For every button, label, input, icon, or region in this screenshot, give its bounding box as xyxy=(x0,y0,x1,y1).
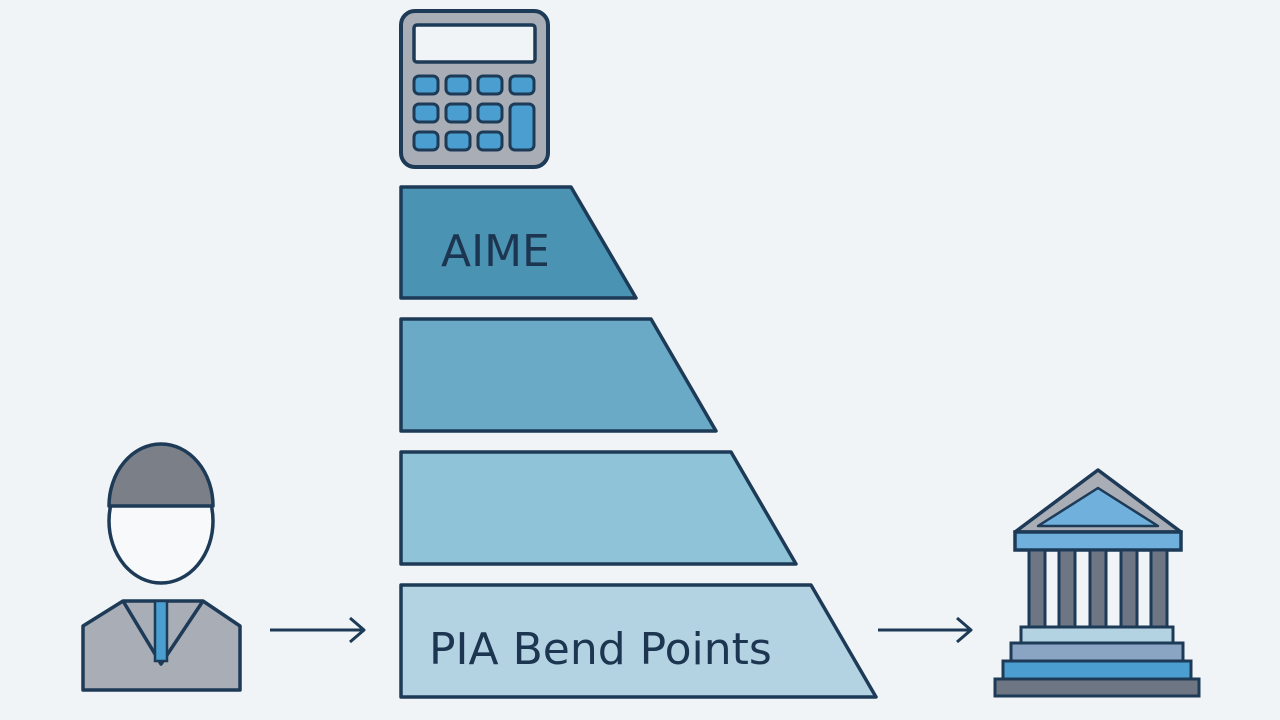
tier-4-label: PIA Bend Points xyxy=(429,624,772,675)
tier-3 xyxy=(399,450,798,566)
tier-4: PIA Bend Points xyxy=(399,583,878,699)
bank-icon xyxy=(993,468,1201,698)
tier-1: AIME xyxy=(399,185,638,300)
tier-1-label: AIME xyxy=(441,226,550,277)
tier-2 xyxy=(399,317,718,433)
arrow-right-icon xyxy=(878,616,973,644)
calculator-icon xyxy=(399,9,550,169)
arrow-right-icon xyxy=(270,616,366,644)
person-icon xyxy=(81,442,242,692)
